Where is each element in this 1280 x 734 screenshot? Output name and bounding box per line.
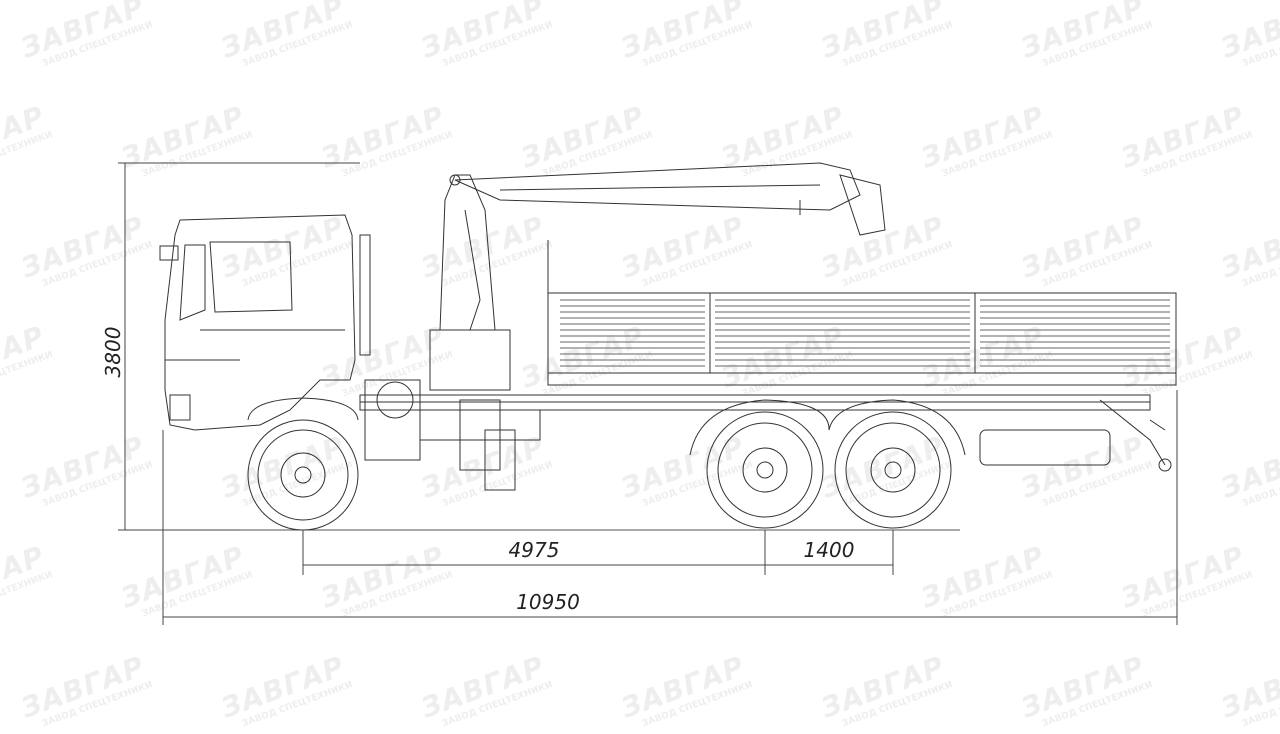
- rear-wheel-2: [834, 411, 952, 529]
- cargo-bed: [547, 240, 1177, 386]
- bogie-dimension: 1400: [804, 538, 855, 562]
- chassis-frame: [359, 394, 1172, 472]
- truck-cab: [159, 214, 371, 431]
- crane: [429, 162, 886, 391]
- rear-fenders: [689, 399, 966, 456]
- overall-length-dimension: 10950: [516, 590, 580, 614]
- front-wheel: [247, 419, 359, 531]
- rear-wheel-1: [706, 411, 824, 529]
- drivetrain: [364, 379, 516, 491]
- height-dimension: 3800: [101, 327, 125, 378]
- dimension-lines: [118, 162, 1178, 625]
- wheelbase-dimension: 4975: [509, 538, 560, 562]
